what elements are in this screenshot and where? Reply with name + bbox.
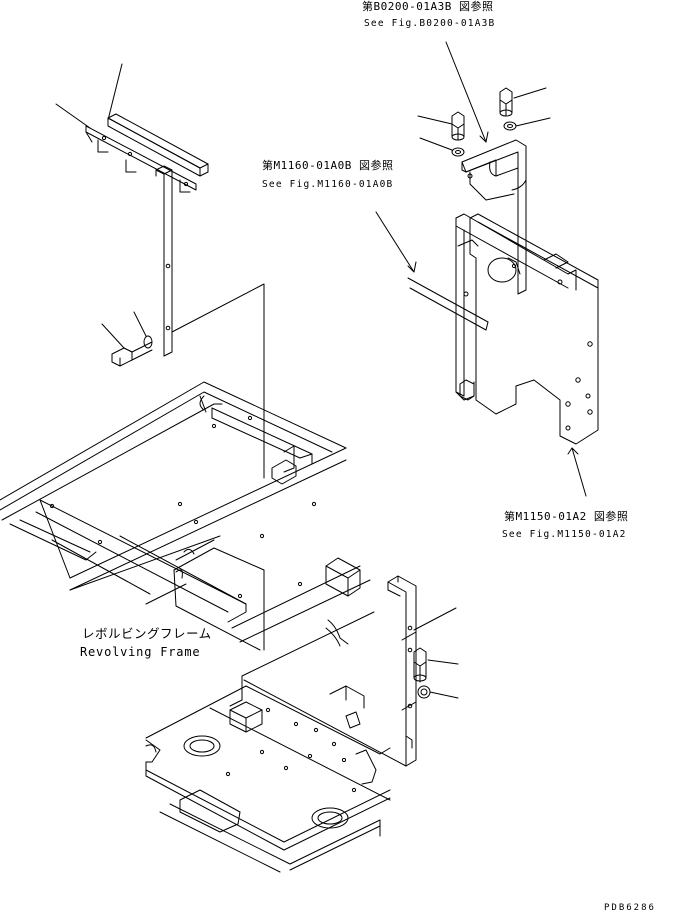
ref-m1150-en: See Fig.M1150-01A2 (502, 529, 627, 540)
frame-label-jp: レボルビングフレーム (82, 626, 212, 641)
bolt-upper-right-2 (418, 112, 464, 140)
bolt-right (414, 648, 458, 682)
ref-m1160-en: See Fig.M1160-01A0B (262, 179, 394, 190)
mounting-guide-line-lower (244, 680, 406, 766)
revolving-frame-base (146, 612, 390, 872)
m1160-reference-member (376, 212, 488, 330)
washer-upper-right-1 (504, 118, 550, 130)
mounting-guide-line (172, 284, 264, 478)
vertical-stay-right (388, 576, 456, 766)
frame-bracket-left (272, 460, 296, 484)
ref-m1150-jp: 第M1150-01A2 図参照 (504, 510, 629, 523)
revolving-frame-upper (0, 382, 346, 622)
washer-upper-right-2 (420, 138, 464, 156)
bolt-upper-right-1 (500, 88, 546, 116)
ref-m1160-jp: 第M1160-01A0B 図参照 (262, 159, 394, 172)
frame-label-en: Revolving Frame (80, 645, 201, 659)
drawing-code: PDB6286 (604, 903, 656, 913)
ref-b0200-en: See Fig.B0200-01A3B (364, 18, 496, 29)
cover-plate-assembly (446, 42, 598, 496)
bolt-left (102, 324, 152, 366)
revolving-frame-mid (146, 540, 370, 650)
washer-left (134, 312, 152, 348)
ref-b0200-jp: 第B0200-01A3B 図参照 (362, 0, 494, 13)
stay-bracket-assembly (56, 64, 208, 356)
washer-right (418, 686, 458, 698)
